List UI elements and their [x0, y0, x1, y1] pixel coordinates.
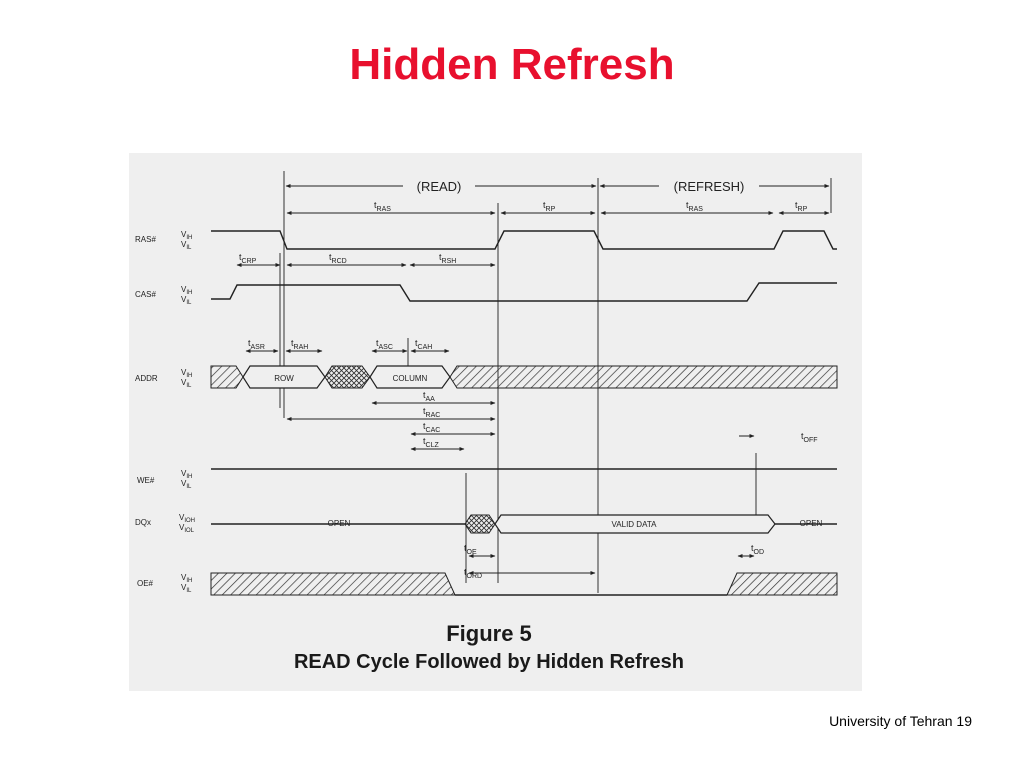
- signal-ras: RAS#: [135, 235, 156, 244]
- signal-oe: OE#: [137, 579, 154, 588]
- figure-caption-subtitle: READ Cycle Followed by Hidden Refresh: [294, 651, 684, 673]
- timing-diagram-figure: (READ) (REFRESH): [129, 153, 862, 691]
- oe-bus: [210, 572, 838, 596]
- svg-text:tRSH: tRSH: [439, 252, 456, 265]
- svg-text:tASC: tASC: [376, 338, 393, 351]
- dq-valid-data-label: VALID DATA: [612, 520, 658, 529]
- t-rcd: RCD: [332, 258, 347, 265]
- dq-bus: OPEN VALID DATA OPEN: [328, 514, 823, 534]
- t-ras-refresh: RAS: [689, 206, 704, 213]
- t-oe: OE: [467, 549, 477, 556]
- svg-text:VIOL: VIOL: [179, 523, 195, 534]
- svg-text:tRAS: tRAS: [686, 200, 703, 213]
- svg-text:tCAH: tCAH: [415, 338, 432, 351]
- t-asc: ASC: [379, 344, 393, 351]
- slide-title: Hidden Refresh: [349, 40, 675, 89]
- svg-text:VIL: VIL: [181, 295, 192, 306]
- svg-text:tCAC: tCAC: [423, 421, 440, 434]
- addr-bus: ROW COLUMN: [210, 365, 838, 389]
- phase-header: (READ) (REFRESH): [285, 179, 830, 194]
- svg-text:VIH: VIH: [181, 368, 192, 379]
- t-crp: CRP: [242, 258, 257, 265]
- cas-waveform: [211, 282, 837, 302]
- svg-text:VIOH: VIOH: [179, 513, 195, 524]
- t-rp-read: RP: [546, 206, 556, 213]
- svg-text:VIH: VIH: [181, 469, 192, 480]
- signal-we: WE#: [137, 476, 155, 485]
- phase-read-label: (READ): [417, 179, 462, 194]
- t-rp-refresh: RP: [798, 206, 808, 213]
- phase-refresh-label: (REFRESH): [674, 179, 745, 194]
- svg-text:tASR: tASR: [248, 338, 265, 351]
- svg-text:tRP: tRP: [795, 200, 808, 213]
- dq-valid-data-segment: [494, 514, 776, 534]
- level-labels: VIH VIL VIH VIL VIH VIL VIH VIL VIOH VIO…: [179, 230, 195, 594]
- t-ras-read: RAS: [377, 206, 392, 213]
- t-asr: ASR: [251, 344, 265, 351]
- svg-text:tOE: tOE: [464, 543, 477, 556]
- svg-text:VIL: VIL: [181, 479, 192, 490]
- dq-open-right-label: OPEN: [800, 519, 823, 528]
- svg-text:VIL: VIL: [181, 240, 192, 251]
- svg-text:VIL: VIL: [181, 378, 192, 389]
- signal-addr: ADDR: [135, 374, 158, 383]
- t-rac: RAC: [426, 412, 441, 419]
- slide-footer: University of Tehran 19: [829, 713, 972, 729]
- svg-text:tRAC: tRAC: [423, 406, 440, 419]
- addr-column-label: COLUMN: [393, 374, 428, 383]
- svg-text:tAA: tAA: [423, 390, 435, 403]
- waveforms: [211, 230, 837, 525]
- timing-arrows: [236, 211, 830, 575]
- svg-text:VIH: VIH: [181, 285, 192, 296]
- t-cah: CAH: [418, 344, 433, 351]
- svg-text:tRCD: tRCD: [329, 252, 347, 265]
- timing-labels: tRAS tRP tRAS tRP tCRP tRCD tRSH tASR tR…: [239, 200, 818, 580]
- t-aa: AA: [426, 396, 436, 403]
- t-off: OFF: [804, 437, 818, 444]
- svg-text:VIH: VIH: [181, 230, 192, 241]
- svg-text:tRAS: tRAS: [374, 200, 391, 213]
- svg-text:tCLZ: tCLZ: [423, 436, 439, 449]
- svg-text:tOD: tOD: [751, 543, 764, 556]
- dq-open-left-label: OPEN: [328, 519, 351, 528]
- addr-row-label: ROW: [274, 374, 294, 383]
- svg-text:tOFF: tOFF: [801, 431, 818, 444]
- svg-text:VIH: VIH: [181, 573, 192, 584]
- signal-names: RAS# CAS# ADDR WE# DQx OE#: [135, 235, 158, 588]
- timing-diagram: (READ) (REFRESH): [135, 171, 838, 673]
- t-od: OD: [754, 549, 765, 556]
- svg-text:VIL: VIL: [181, 583, 192, 594]
- signal-dq: DQx: [135, 518, 151, 527]
- t-rsh: RSH: [442, 258, 457, 265]
- ras-waveform: [211, 230, 837, 250]
- t-clz: CLZ: [426, 442, 440, 449]
- t-rah: RAH: [294, 344, 309, 351]
- t-ord: ORD: [467, 573, 483, 580]
- figure-caption-title: Figure 5: [446, 621, 532, 646]
- t-cac: CAC: [426, 427, 441, 434]
- svg-text:tORD: tORD: [464, 567, 482, 580]
- svg-text:tRP: tRP: [543, 200, 556, 213]
- signal-cas: CAS#: [135, 290, 156, 299]
- svg-text:tCRP: tCRP: [239, 252, 257, 265]
- svg-text:tRAH: tRAH: [291, 338, 308, 351]
